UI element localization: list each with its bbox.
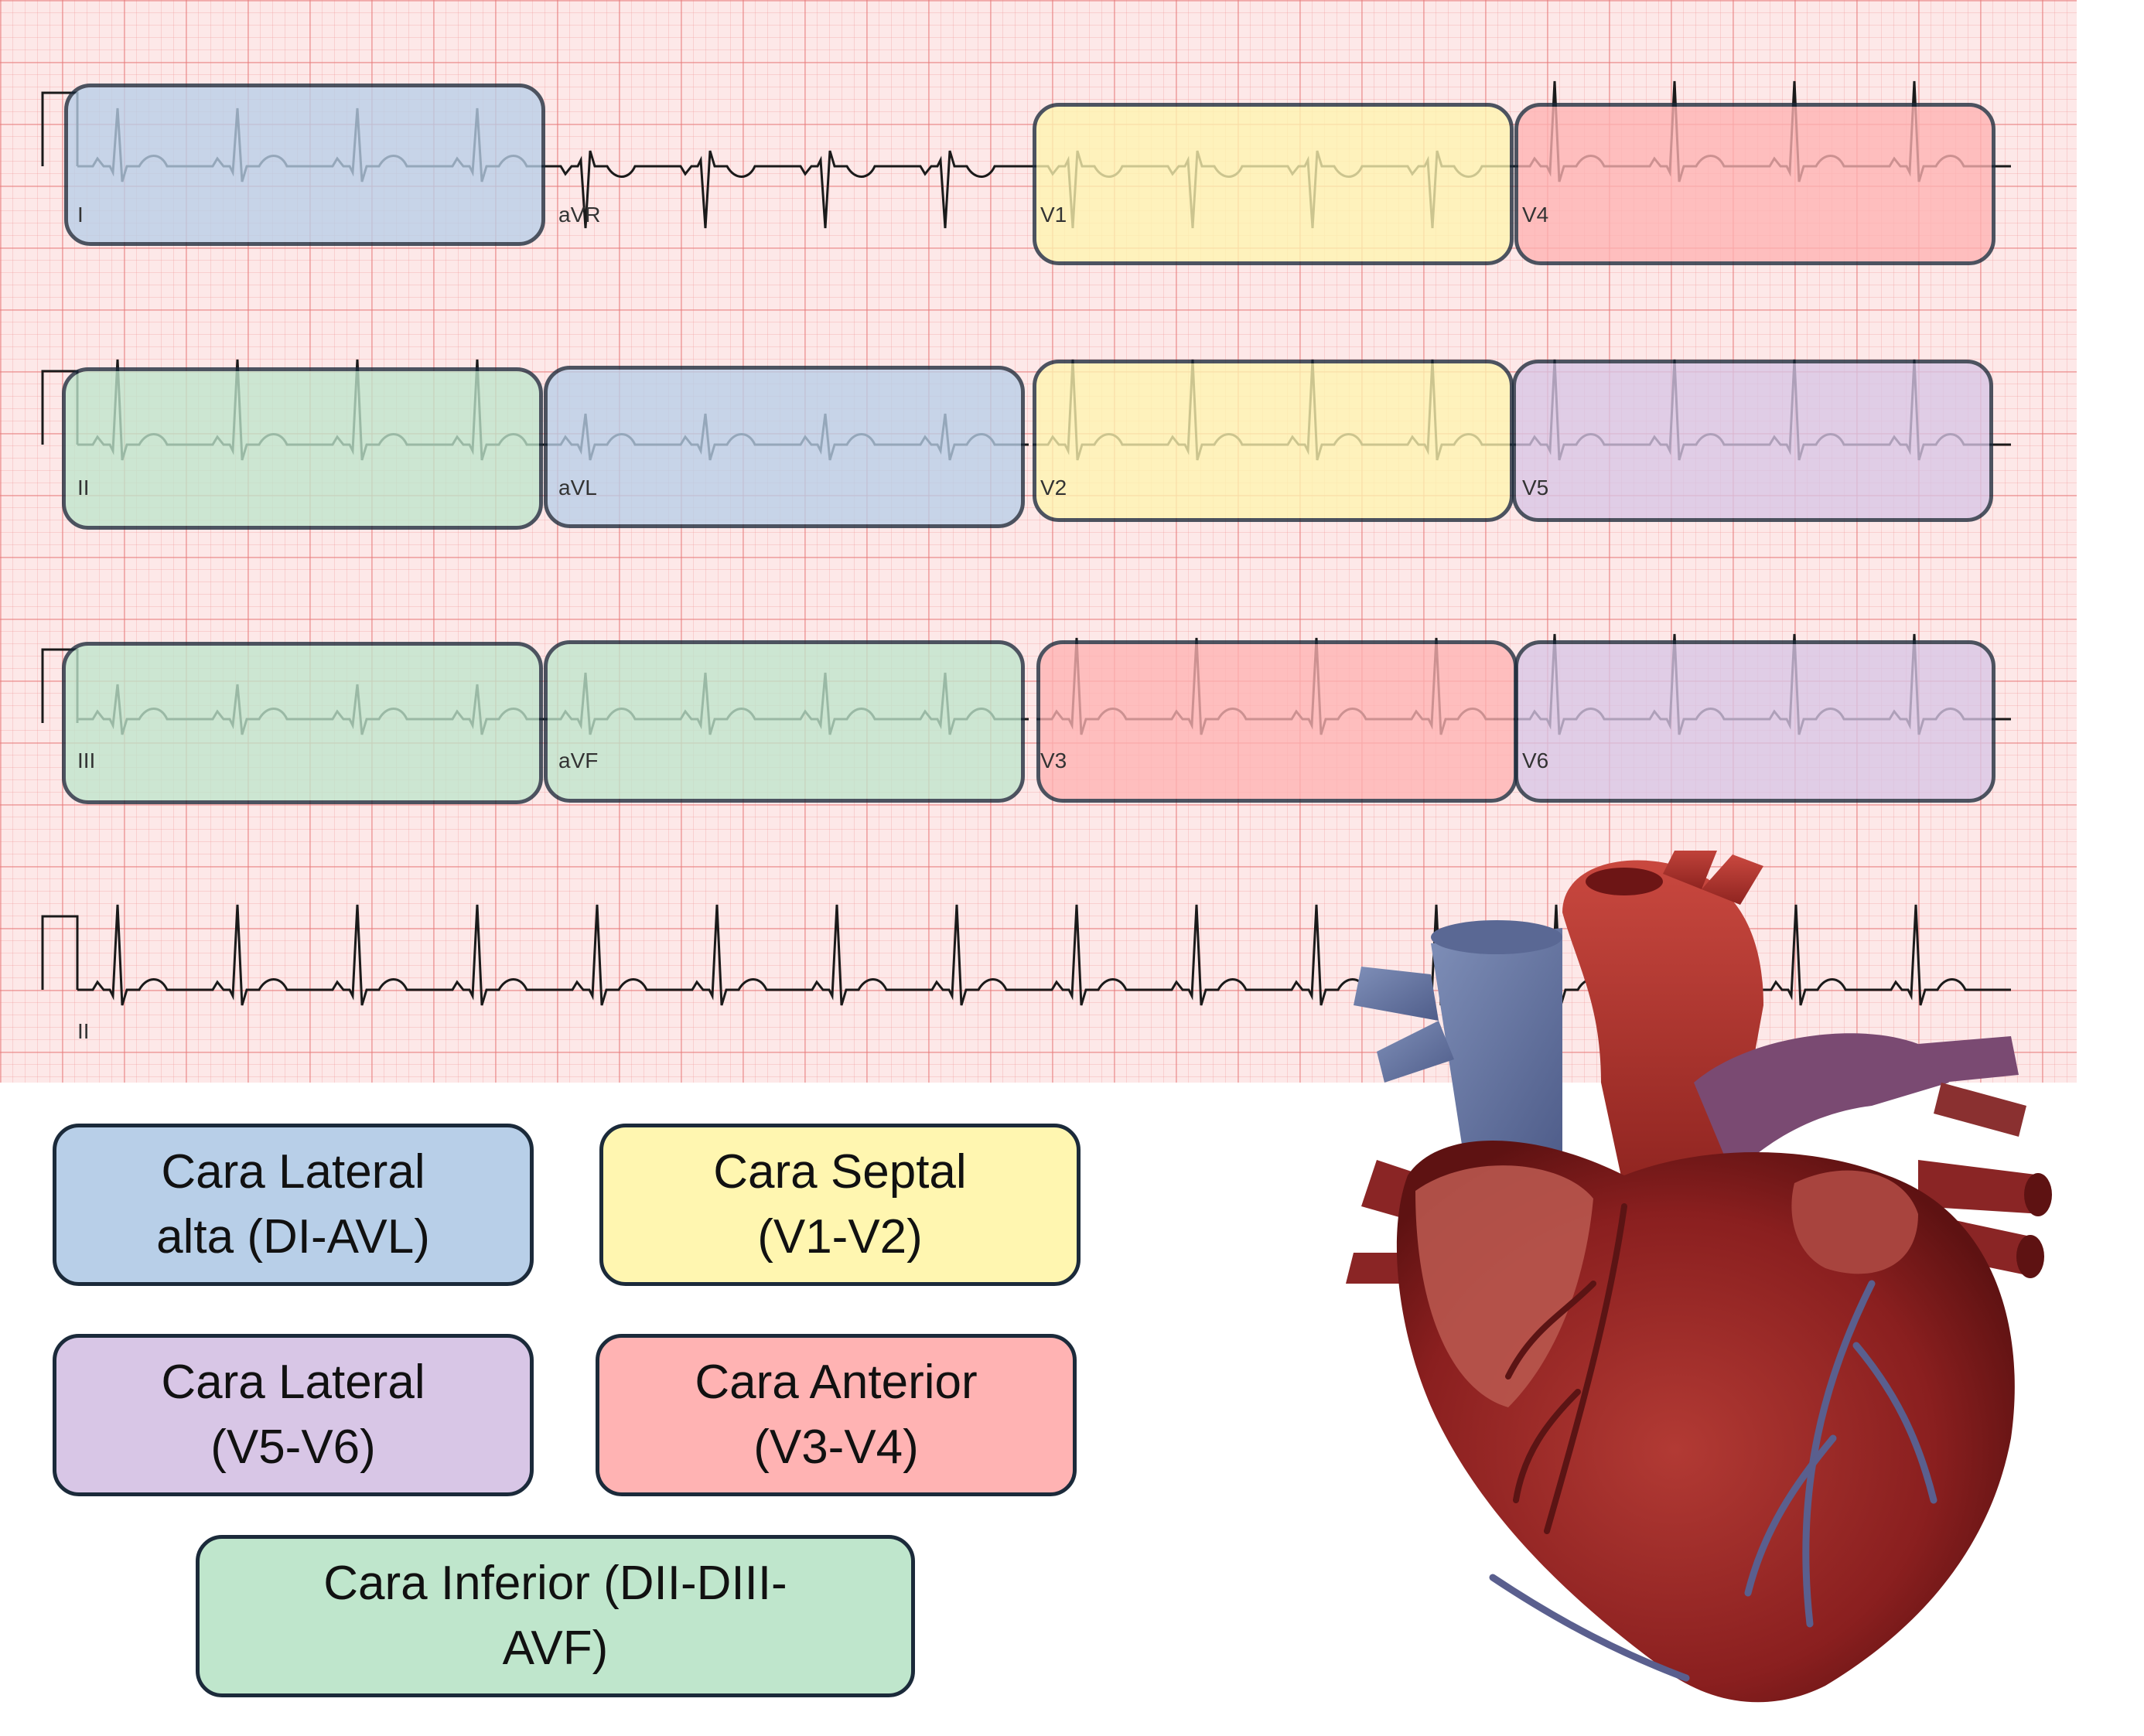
legend-lateral-line1: Cara Lateral [161, 1356, 425, 1410]
legend-anterior-line2: (V3-V4) [753, 1421, 919, 1474]
legend-anterior-line1: Cara Anterior [695, 1356, 978, 1410]
lead-label-V6: V6 [1522, 749, 1549, 773]
lead-box-aVL [544, 366, 1025, 528]
legend-lateral-line2: (V5-V6) [210, 1421, 376, 1474]
lead-label-V2: V2 [1040, 476, 1067, 500]
legend-lateral: Cara Lateral (V5-V6) [53, 1334, 534, 1496]
legend-septal: Cara Septal (V1-V2) [599, 1124, 1081, 1286]
lead-box-III [62, 642, 543, 804]
lead-label-rhythm: II [77, 1019, 90, 1043]
lead-label-V5: V5 [1522, 476, 1549, 500]
lead-box-V6 [1514, 640, 1995, 803]
lead-box-V4 [1514, 103, 1995, 265]
lead-label-aVF: aVF [558, 749, 599, 773]
lead-label-II: II [77, 476, 90, 500]
lead-label-V1: V1 [1040, 203, 1067, 227]
lead-box-V2 [1033, 360, 1514, 522]
legend-lateral-high-line2: alta (DI-AVL) [156, 1210, 430, 1264]
anatomical-heart-icon [1346, 851, 2052, 1703]
lead-box-II [62, 367, 543, 530]
legend-inferior-line1: Cara Inferior (DII-DIII- [323, 1557, 787, 1611]
lead-label-aVL: aVL [558, 476, 597, 500]
lead-label-V4: V4 [1522, 203, 1549, 227]
lead-box-V5 [1512, 360, 1993, 522]
legend-inferior-line2: AVF) [502, 1622, 609, 1675]
legend-lateral-high: Cara Lateral alta (DI-AVL) [53, 1124, 534, 1286]
legend-lateral-high-line1: Cara Lateral [161, 1145, 425, 1199]
calibration-pulse [41, 915, 79, 990]
lead-label-III: III [77, 749, 96, 773]
legend-anterior: Cara Anterior (V3-V4) [596, 1334, 1077, 1496]
legend-septal-line1: Cara Septal [713, 1145, 967, 1199]
legend-inferior: Cara Inferior (DII-DIII- AVF) [196, 1535, 915, 1697]
lead-box-V1 [1033, 103, 1514, 265]
lead-box-aVF [544, 640, 1025, 803]
lead-label-aVR: aVR [558, 203, 601, 227]
ecg-trace-segment [545, 150, 1033, 229]
lead-label-V3: V3 [1040, 749, 1067, 773]
lead-label-I: I [77, 203, 84, 227]
lead-box-I [64, 84, 545, 246]
lead-box-V3 [1036, 640, 1518, 803]
legend-septal-line2: (V1-V2) [757, 1210, 923, 1264]
